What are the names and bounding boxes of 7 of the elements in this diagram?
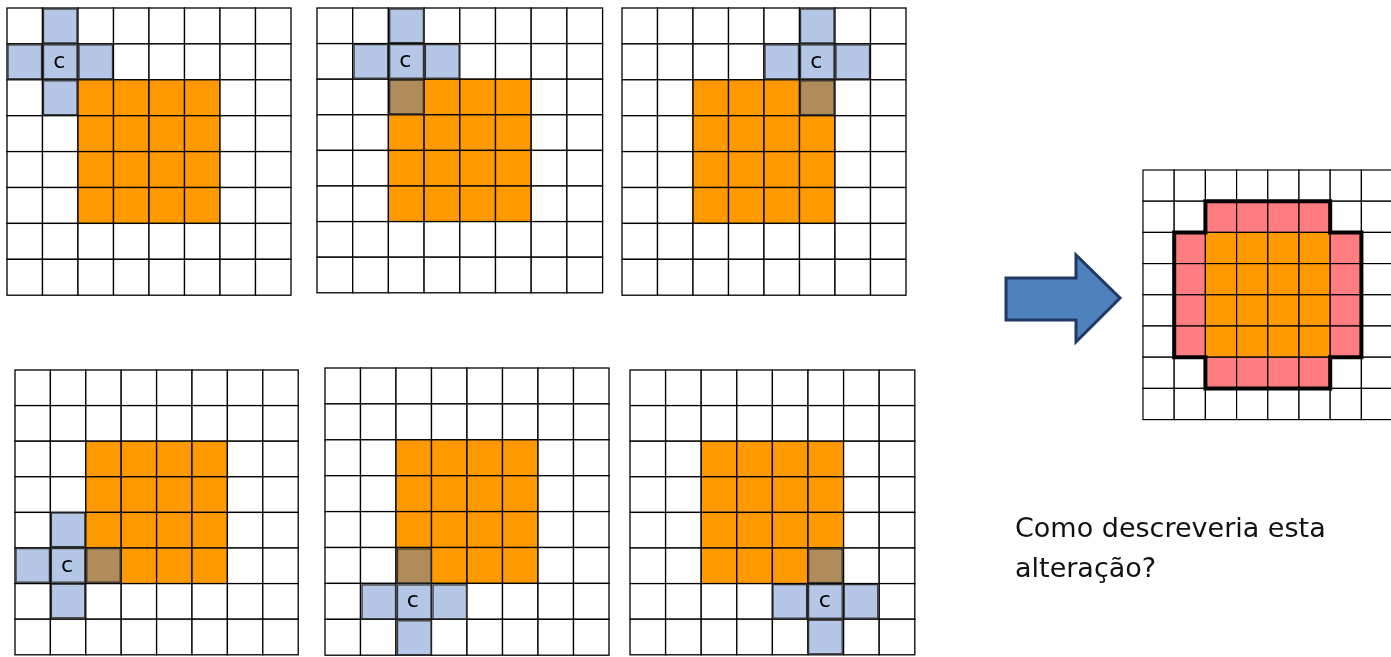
cross-centre-label: c	[399, 49, 412, 72]
question-text: Como descreveria esta alteração?	[1015, 511, 1327, 585]
cross-centre-label: c	[818, 589, 831, 612]
cross-centre-label: c	[406, 589, 419, 612]
cross-centre-label: c	[53, 49, 66, 72]
cross-centre-label: c	[810, 49, 823, 72]
cross-centre-label: c	[61, 553, 74, 576]
